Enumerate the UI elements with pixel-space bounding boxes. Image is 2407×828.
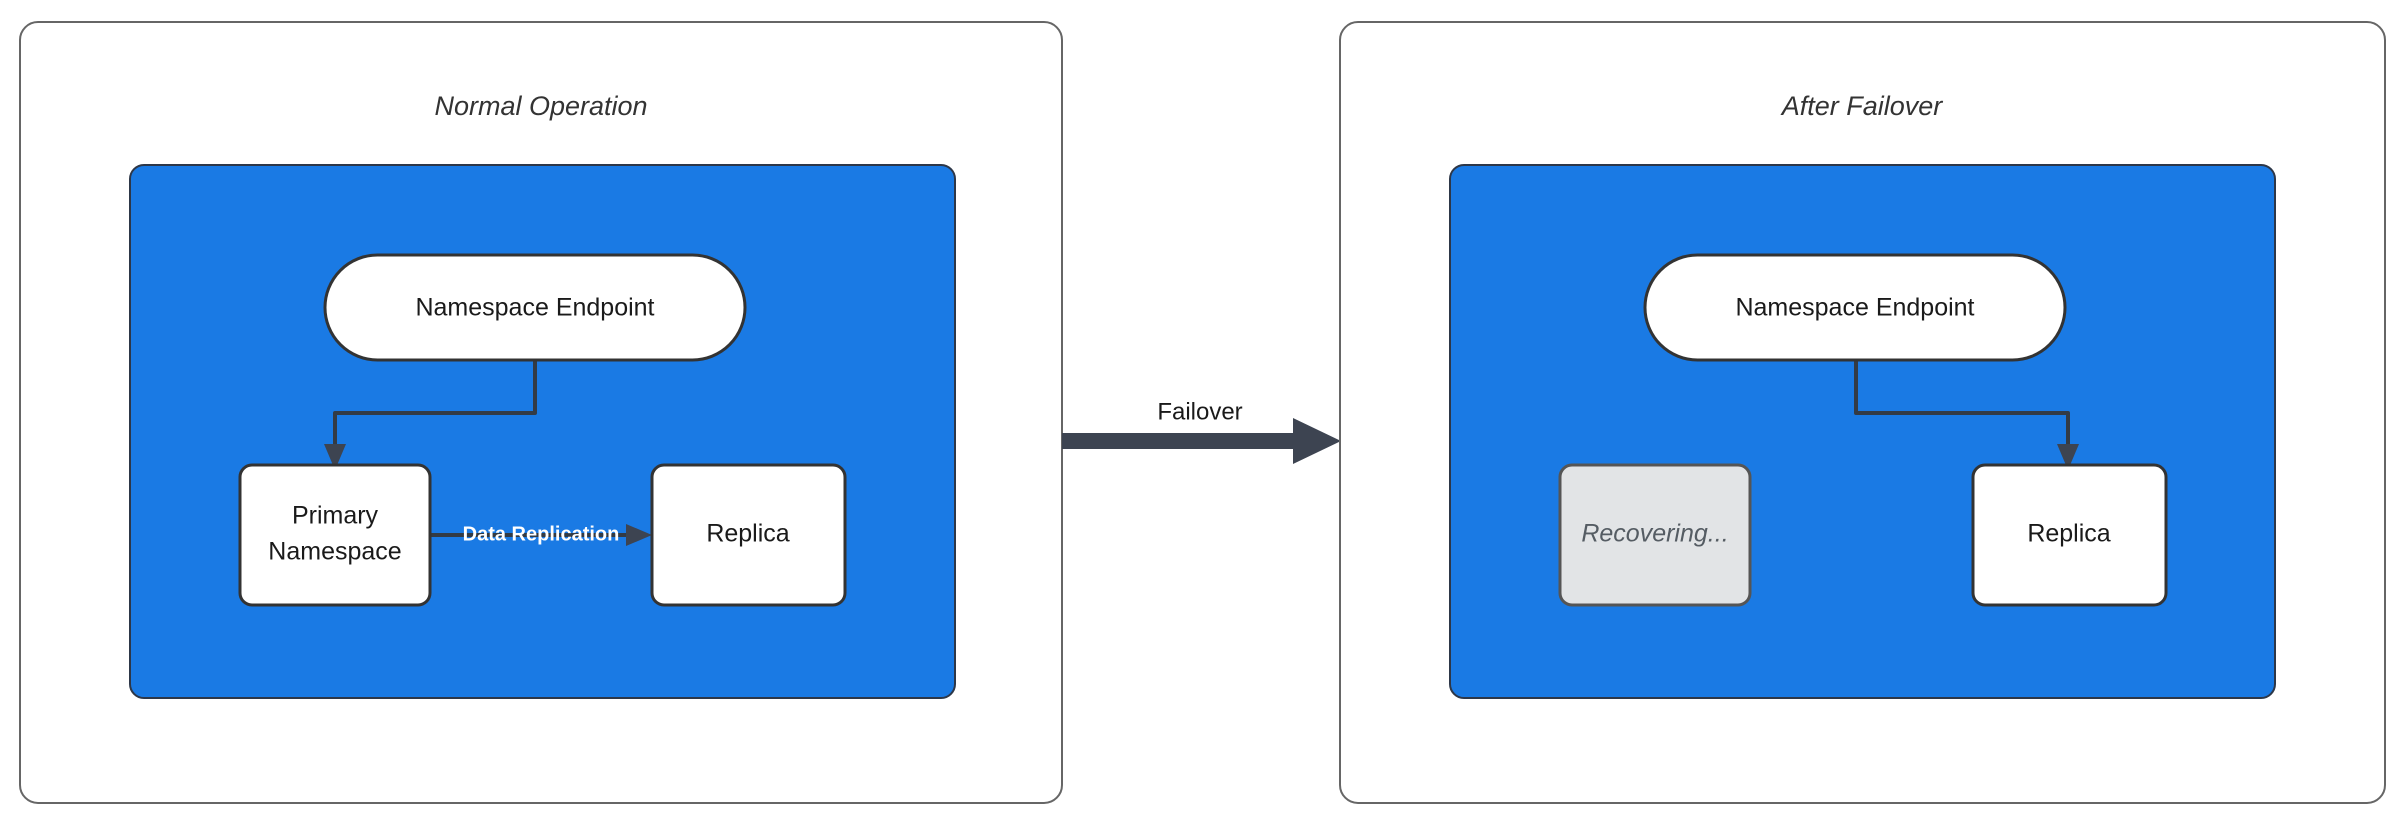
node-shape-recovering[interactable] — [1558, 463, 1752, 607]
panel-title-after-failover: After Failover — [1780, 91, 1944, 121]
edge-primary-to-replica-arrowhead — [626, 524, 652, 546]
node-shape-primary-namespace[interactable] — [238, 463, 432, 607]
edge-primary-to-replica: Data Replication — [430, 523, 652, 546]
node-label-namespace-endpoint-normal: Namespace Endpoint — [415, 294, 654, 322]
edge-endpoint-to-replica-arrowhead — [2057, 444, 2079, 470]
node-shape-replica-failover[interactable] — [1971, 463, 2168, 607]
panel-title-normal-operation: Normal Operation — [434, 91, 647, 121]
failover-arrow-head — [1293, 418, 1341, 464]
node-replica-normal[interactable]: Replica — [650, 463, 847, 607]
edge-endpoint-to-primary-line — [333, 360, 537, 450]
edge-endpoint-to-primary — [324, 360, 537, 470]
node-label-primary-namespace-line2: Namespace — [268, 538, 401, 566]
node-namespace-endpoint-normal[interactable]: Namespace Endpoint — [323, 253, 747, 362]
node-label-namespace-endpoint-failover: Namespace Endpoint — [1735, 294, 1974, 322]
edge-endpoint-to-replica — [1854, 360, 2079, 470]
panel-after-failover: After Failover Namespace Endpoint Recove… — [1339, 21, 2386, 804]
panel-normal-operation: Normal Operation Data Replication Namesp… — [19, 21, 1063, 804]
node-label-recovering: Recovering... — [1581, 520, 1728, 548]
node-shape-namespace-endpoint-normal[interactable] — [323, 253, 747, 362]
node-label-primary-namespace-line1: Primary — [292, 502, 379, 530]
node-shape-replica-normal[interactable] — [650, 463, 847, 607]
node-label-replica-normal: Replica — [706, 520, 789, 548]
node-shape-namespace-endpoint-failover[interactable] — [1643, 253, 2067, 362]
failover-transition: Failover — [1062, 398, 1341, 464]
edge-endpoint-to-primary-arrowhead — [324, 444, 346, 470]
node-replica-failover[interactable]: Replica — [1971, 463, 2168, 607]
zone-box-after-failover — [1449, 164, 2276, 699]
failover-arrow-label: Failover — [1157, 398, 1242, 425]
node-primary-namespace[interactable]: Primary Namespace — [238, 463, 432, 607]
node-label-replica-failover: Replica — [2027, 520, 2110, 548]
edge-endpoint-to-replica-line — [1854, 360, 2070, 450]
edge-label-data-replication: Data Replication — [463, 523, 620, 545]
node-recovering[interactable]: Recovering... — [1558, 463, 1752, 607]
node-namespace-endpoint-failover[interactable]: Namespace Endpoint — [1643, 253, 2067, 362]
zone-box-normal-operation — [129, 164, 956, 699]
